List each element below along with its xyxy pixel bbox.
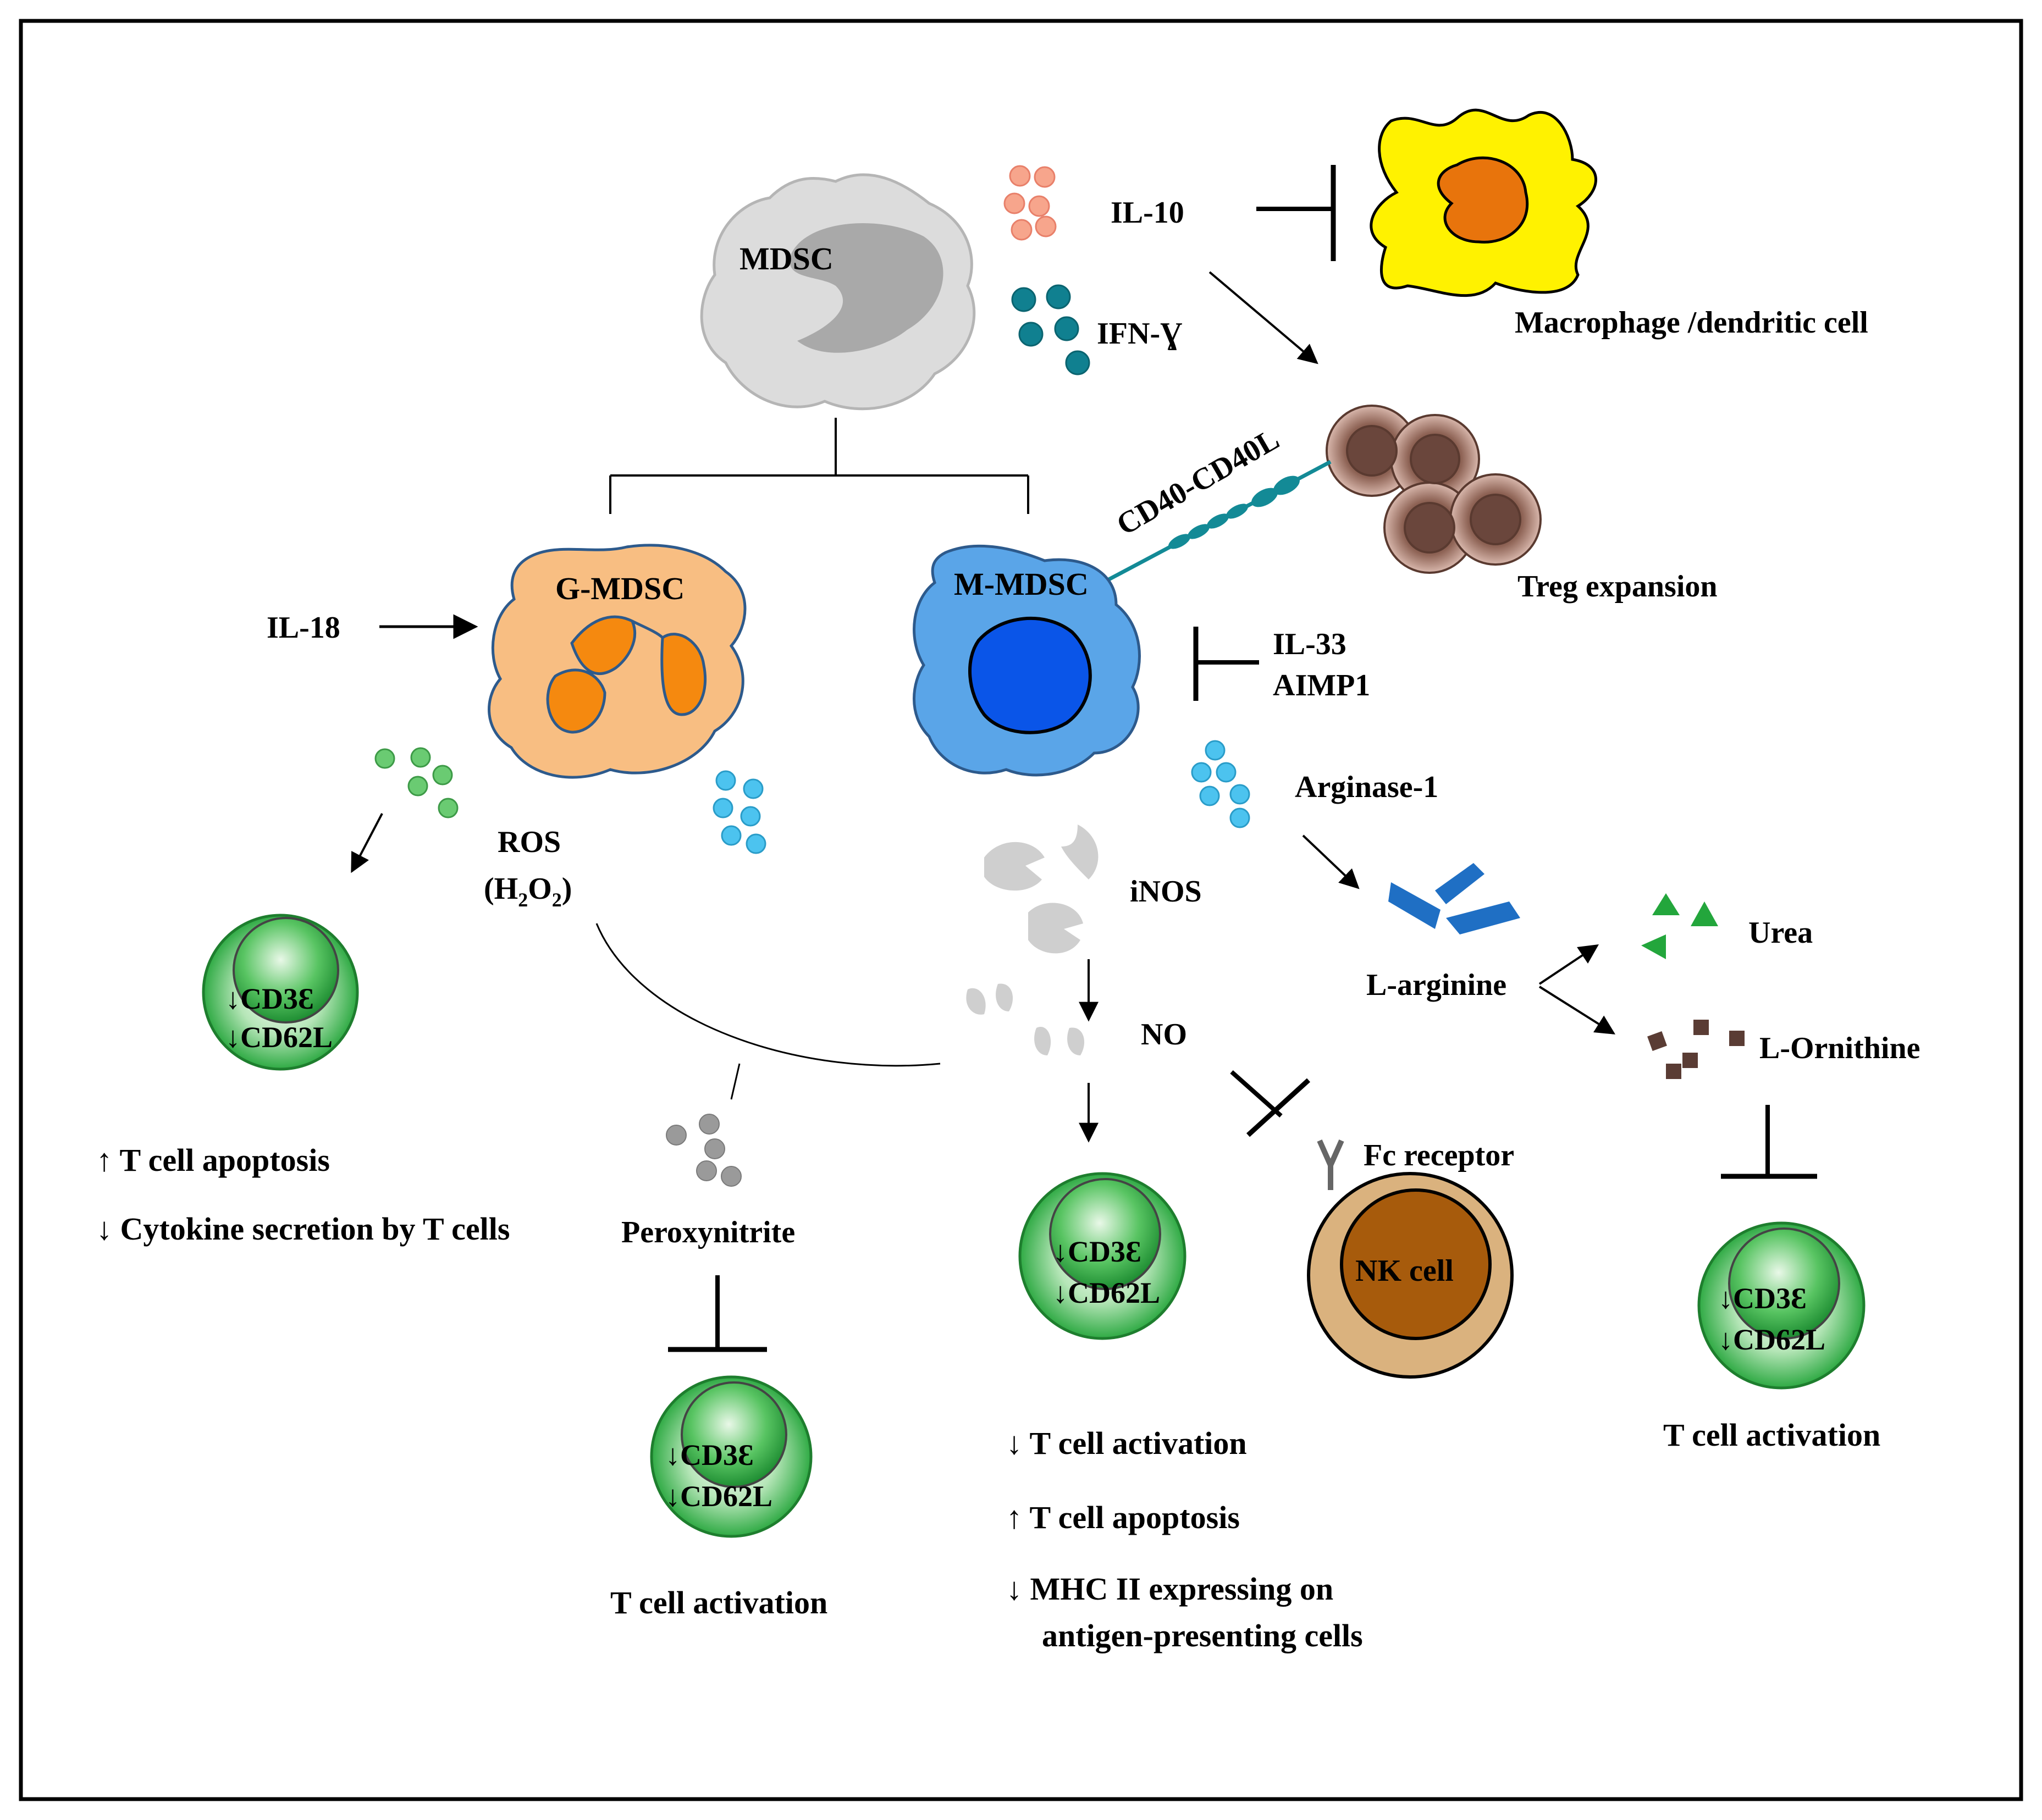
t-cell-perox-cd62: ↓CD62L (665, 1480, 772, 1513)
t-cell-no-cd62: ↓CD62L (1053, 1276, 1160, 1309)
no-label: NO (1141, 1017, 1187, 1052)
ros-arrow (351, 813, 383, 873)
cd40-label: CD40-CD40L (1111, 422, 1285, 543)
inos-shapes (984, 825, 1099, 954)
nk-cell-label: NK cell (1355, 1254, 1454, 1288)
t-cell-ros-cd62: ↓CD62L (225, 1021, 333, 1054)
nk-cell (1307, 1139, 1514, 1379)
il33-label: IL-33 (1273, 627, 1346, 661)
ornithine-shapes (1647, 1020, 1745, 1079)
mdsc-cell (700, 173, 976, 411)
peroxynitrite-stem (730, 1063, 741, 1100)
treg-label: Treg expansion (1517, 569, 1718, 604)
ros-dots (374, 747, 459, 818)
peroxynitrite-label: Peroxynitrite (621, 1215, 795, 1249)
l-arginine-label: L-arginine (1366, 968, 1506, 1002)
left-outcome-2: ↓ Cytokine secretion by T cells (96, 1211, 510, 1247)
il10-label: IL-10 (1111, 196, 1184, 230)
treg-cells (1326, 405, 1542, 574)
il18-label: IL-18 (267, 611, 340, 645)
no-outcome-3: ↓ MHC II expressing on (1006, 1571, 1333, 1607)
t-cell-arginine-cd62: ↓CD62L (1718, 1323, 1825, 1356)
no-inhibit-line (1230, 1070, 1283, 1118)
h2o2-label: (H2O2) (484, 872, 572, 911)
cd40-link (1107, 460, 1332, 582)
peroxynitrite-dots (666, 1114, 742, 1187)
t-cell-arginine-cd3: ↓CD3Ɛ (1718, 1282, 1807, 1315)
no-outcome-1: ↓ T cell activation (1006, 1425, 1247, 1461)
gmdsc-label: G-MDSC (555, 571, 685, 606)
inos-label: iNOS (1130, 875, 1202, 909)
arginase-arrow (1302, 834, 1360, 889)
mmdsc-label: M-MDSC (954, 566, 1089, 602)
ros-label: ROS (498, 825, 561, 859)
arginase-label: Arginase-1 (1295, 770, 1438, 804)
t-cell-arginine (1697, 1221, 1866, 1390)
perox-outcome: T cell activation (610, 1585, 827, 1620)
ros-no-arc (595, 923, 941, 1067)
no-outcome-2: ↑ T cell apoptosis (1006, 1500, 1240, 1535)
t-cell-perox-cd3: ↓CD3Ɛ (665, 1439, 754, 1472)
ifn-to-treg-arrow (1208, 271, 1318, 364)
mdsc-label: MDSC (739, 241, 834, 276)
gmdsc-blue-dots (713, 770, 766, 854)
mmdsc-cell (913, 544, 1141, 777)
macrophage-cell (1370, 108, 1597, 297)
ifn-dots (1011, 284, 1090, 375)
arginase-dots (1191, 740, 1250, 828)
ifn-label: IFN-Ɣ (1097, 317, 1183, 351)
no-outcome-4: antigen-presenting cells (1042, 1618, 1363, 1653)
left-outcome-1: ↑ T cell apoptosis (96, 1142, 330, 1178)
no-inhibit-bar (1246, 1078, 1311, 1137)
mdsc-branch (609, 418, 1029, 514)
aimp1-label: AIMP1 (1273, 668, 1370, 702)
fc-receptor-label: Fc receptor (1364, 1138, 1514, 1172)
larg-to-ornithine-arrow (1538, 986, 1616, 1035)
il10-dots (1003, 165, 1057, 241)
gmdsc-cell (488, 544, 747, 779)
larg-to-urea-arrow (1538, 944, 1599, 985)
no-shapes (966, 983, 1085, 1055)
arginine-outcome: T cell activation (1663, 1417, 1880, 1453)
macrophage-label: Macrophage /dendritic cell (1515, 306, 1868, 340)
figure-frame (19, 19, 2023, 1801)
t-cell-ros-cd3: ↓CD3Ɛ (225, 982, 314, 1015)
urea-shapes (1641, 893, 1718, 959)
t-cell-perox (650, 1375, 813, 1538)
urea-label: Urea (1748, 916, 1813, 950)
l-arginine-shapes (1388, 863, 1520, 934)
t-cell-no-cd3: ↓CD3Ɛ (1053, 1235, 1141, 1268)
t-cell-no (1018, 1172, 1186, 1340)
t-cell-ros (202, 914, 359, 1071)
l-ornithine-label: L-Ornithine (1759, 1031, 1920, 1065)
